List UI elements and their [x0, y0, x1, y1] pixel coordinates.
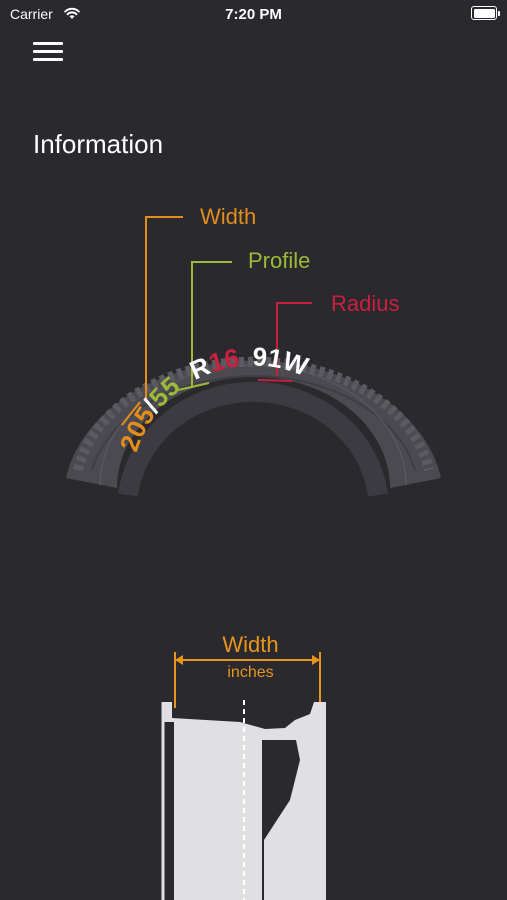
- menu-button[interactable]: [33, 40, 64, 64]
- carrier-label: Carrier: [10, 6, 53, 22]
- rim-width-unit: inches: [227, 664, 274, 681]
- rim-width-title: Width: [222, 632, 279, 657]
- page-title: Information: [33, 129, 164, 160]
- battery-icon: [471, 6, 500, 20]
- status-bar: Carrier 7:20 PM: [0, 0, 507, 30]
- tire-width-label: Width: [200, 204, 257, 229]
- tire-shape: [66, 360, 441, 488]
- profile-leader: [191, 261, 232, 386]
- menu-bar-middle: [33, 50, 63, 53]
- menu-bar-bottom: [33, 58, 63, 61]
- clock: 7:20 PM: [225, 6, 282, 23]
- menu-bar-top: [33, 42, 63, 45]
- rim-width-label: Width inches: [0, 632, 507, 682]
- wifi-icon: [64, 7, 80, 19]
- tire-profile-label: Profile: [248, 248, 311, 273]
- radius-leader: [276, 302, 312, 376]
- width-leader: [145, 216, 183, 402]
- tire-radius-label: Radius: [331, 291, 400, 316]
- rim-diagram: [161, 652, 326, 900]
